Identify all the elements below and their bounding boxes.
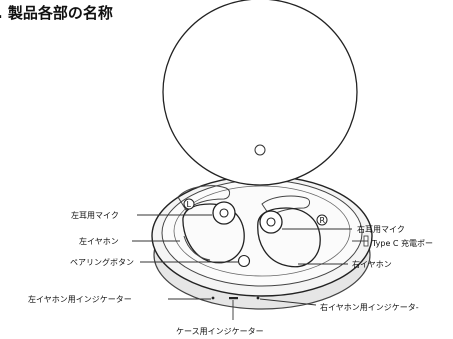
left-indicator-dot: [211, 296, 215, 300]
label-left-indicator: 左イヤホン用インジケーター: [28, 294, 132, 304]
label-right-indicator: 右イヤホン用インジケータ-: [320, 302, 419, 312]
label-typec-port: Type C 充電ポー: [371, 238, 433, 248]
left-mark: L: [187, 200, 192, 209]
right-mark: R: [320, 216, 326, 225]
label-right-mic: 右耳用マイク: [357, 224, 405, 234]
label-pairing-button: ペアリングボタン: [70, 257, 134, 267]
charging-case: [151, 175, 373, 310]
label-right-earphone: 右イヤホン: [352, 259, 392, 269]
case-lid: [162, 0, 358, 186]
case-indicator-dot: [229, 297, 238, 300]
page-title: . 製品各部の名称: [0, 4, 113, 22]
right-indicator-dot: [256, 296, 260, 300]
label-left-earphone: 左イヤホン: [79, 236, 119, 246]
leader-lines: [132, 214, 368, 320]
label-case-indicator: ケース用インジケーター: [176, 327, 264, 336]
label-left-mic: 左耳用マイク: [71, 210, 119, 220]
pairing-button-graphic: [237, 254, 251, 268]
right-earbud: R: [257, 195, 328, 268]
left-earbud: L: [177, 185, 245, 264]
